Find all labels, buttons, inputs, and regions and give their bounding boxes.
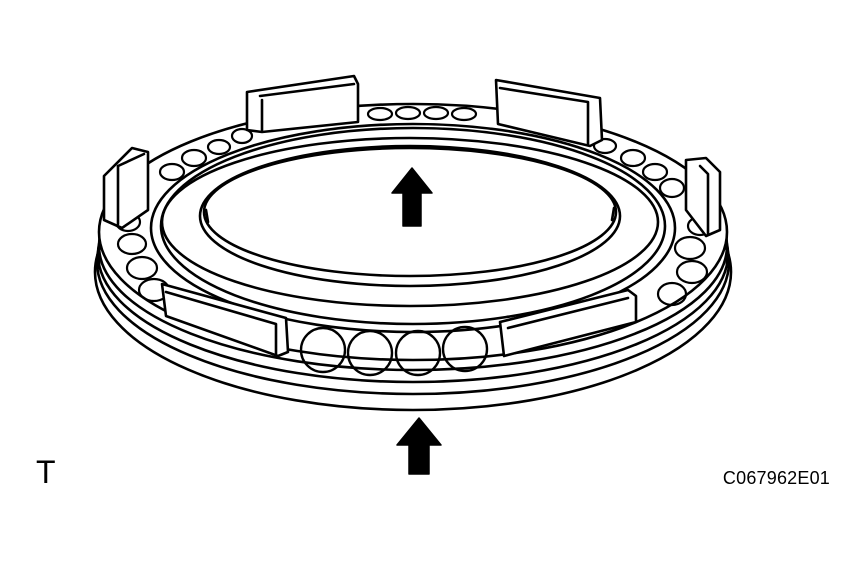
corner-mark: T: [36, 454, 56, 490]
up-arrow-icon: [396, 417, 442, 475]
figure-code: C067962E01: [722, 468, 830, 488]
spring-holes-back: [158, 105, 686, 199]
raised-tabs: [102, 74, 722, 358]
spring-holes-front: [299, 325, 489, 377]
up-arrow-icon: [391, 167, 433, 227]
